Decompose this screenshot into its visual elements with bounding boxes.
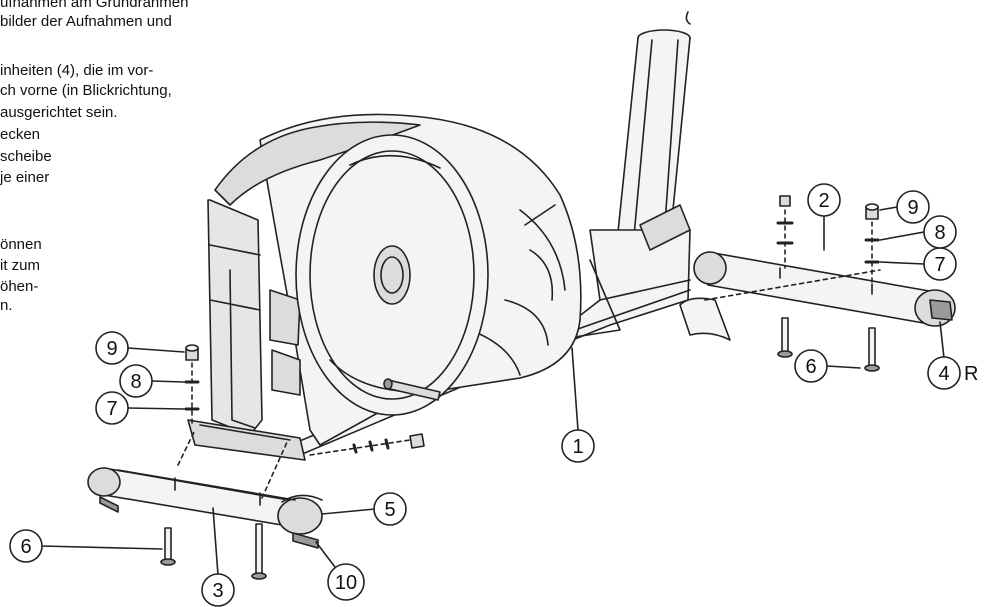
callout-4: 4 — [927, 356, 961, 390]
instruction-line: inheiten (4), die im vor- — [0, 62, 154, 79]
instruction-line: ausgerichtet sein. — [0, 104, 118, 121]
callout-4-label: 4 — [938, 363, 949, 385]
callout-8-left: 8 — [119, 364, 153, 398]
leader-lines — [41, 206, 945, 576]
callout-2-label: 2 — [818, 190, 829, 212]
left-hardware-stack — [184, 344, 200, 426]
instruction-line: it zum — [0, 257, 41, 274]
callout-9-right-label: 9 — [907, 197, 918, 219]
callout-9-left-label: 9 — [106, 338, 117, 360]
instruction-line: önnen — [0, 236, 42, 253]
callout-8-right-label: 8 — [934, 222, 945, 244]
callout-10: 10 — [327, 563, 365, 601]
instruction-line: bilder der Aufnahmen und — [0, 13, 172, 30]
side-bolt-assembly — [309, 433, 425, 456]
crank-stub — [383, 378, 441, 401]
callout-7-right-label: 7 — [934, 254, 945, 276]
flywheel-disc — [295, 134, 489, 416]
callout-1-label: 1 — [572, 436, 583, 458]
instruction-text-block: ufnahmen am Grundrahmen bilder der Aufna… — [0, 0, 250, 340]
front-stabilizer — [87, 467, 323, 549]
callout-7-left-label: 7 — [106, 398, 117, 420]
right-hardware-stack — [776, 195, 880, 286]
assembly-guides — [177, 269, 881, 499]
instruction-line: ecken — [0, 126, 41, 143]
front-foot-plate — [187, 419, 306, 461]
callout-3-label: 3 — [212, 580, 223, 602]
instruction-line: scheibe — [0, 148, 52, 165]
instruction-line: ch vorne (in Blickrichtung, — [0, 82, 172, 99]
callout-5-label: 5 — [384, 499, 395, 521]
instruction-line: je einer — [0, 169, 50, 186]
callout-8-right: 8 — [923, 215, 957, 249]
rear-stabilizer — [693, 251, 956, 327]
callout-2: 2 — [807, 183, 841, 217]
callout-6-left-label: 6 — [20, 536, 31, 558]
callout-1: 1 — [561, 429, 595, 463]
instruction-line: n. — [0, 297, 13, 314]
callout-6-right: 6 — [794, 349, 828, 383]
callout-10-label: 10 — [335, 572, 357, 594]
callout-9-left: 9 — [95, 331, 129, 365]
bolts — [160, 317, 880, 580]
callout-6-left: 6 — [9, 529, 43, 563]
callout-7-right: 7 — [923, 247, 957, 281]
instruction-line: ufnahmen am Grundrahmen — [0, 0, 189, 11]
callout-3: 3 — [201, 573, 235, 607]
callout-5: 5 — [373, 492, 407, 526]
callout-7-left: 7 — [95, 391, 129, 425]
instruction-line: öhen- — [0, 278, 39, 295]
callout-4-suffix: R — [964, 363, 978, 385]
callout-8-left-label: 8 — [130, 371, 141, 393]
callout-9-right: 9 — [896, 190, 930, 224]
callout-6-right-label: 6 — [805, 356, 816, 378]
